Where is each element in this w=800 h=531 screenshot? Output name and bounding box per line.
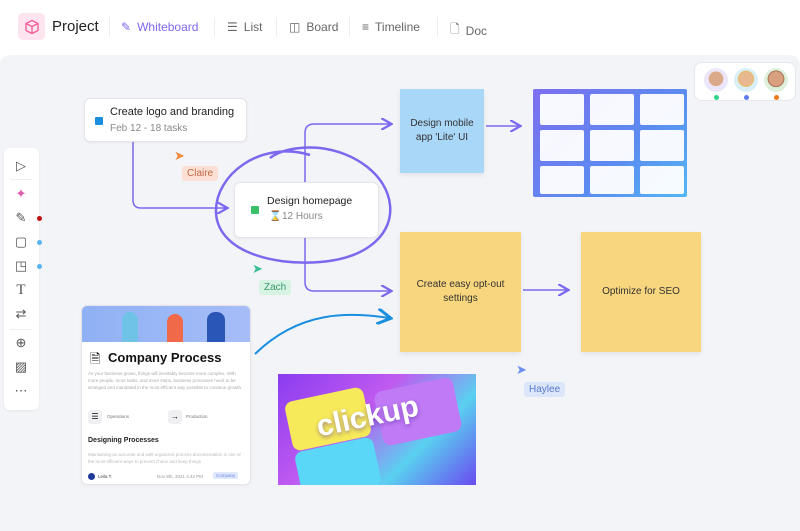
doc-title: Company Process <box>108 350 222 365</box>
top-bar: Project ✎ Whiteboard ☰ List ◫ Board ≡ Timeli… <box>0 0 800 55</box>
doc-card[interactable]: 🗎 Company Process As your business grows… <box>81 305 251 485</box>
cursor-icon-zach: ➤ <box>252 261 263 276</box>
task-title: Create logo and branding <box>110 106 235 118</box>
cursor-icon-haylee: ➤ <box>516 362 527 377</box>
whiteboard-toolbar: ▷ ✦ ✎ ▢ ◳ T ⇄ ⊕ ▨ ⋯ <box>4 148 42 410</box>
hourglass-icon: ⌛ <box>269 211 282 222</box>
list-icon: ☰ <box>88 410 102 424</box>
task-card-homepage[interactable]: Design homepage ⌛ 12 Hours <box>234 182 379 238</box>
tab-whiteboard[interactable]: ✎ Whiteboard <box>121 20 198 34</box>
author-avatar <box>88 473 95 480</box>
connector-logo-homepage <box>132 142 226 208</box>
project-cube-icon <box>18 13 45 40</box>
doc-badge: Company <box>213 472 239 479</box>
cursor-label-claire: Claire <box>182 166 219 181</box>
arrow-right-icon: → <box>168 410 182 424</box>
tab-label: Doc <box>465 23 487 38</box>
tab-timeline[interactable]: ≡ Timeline <box>362 20 420 34</box>
whiteboard-icon: ✎ <box>121 20 132 34</box>
cursor-label-zach: Zach <box>259 280 292 295</box>
tab-list[interactable]: ☰ List <box>227 20 262 34</box>
doc-date: Nov 8th, 2021 4:42 PM <box>157 474 204 479</box>
doc-icon: 🗋 <box>450 22 460 36</box>
tab-label: Timeline <box>375 20 420 34</box>
connector-homepage-optout <box>304 238 390 291</box>
board-icon: ◫ <box>289 20 301 34</box>
rectangle-icon[interactable]: ▢ <box>14 234 28 249</box>
avatar[interactable] <box>764 68 788 92</box>
list-icon: ☰ <box>227 20 238 34</box>
image-icon[interactable]: ▨ <box>14 359 28 374</box>
pen-icon[interactable]: ✎ <box>15 210 27 225</box>
sticky-optout[interactable]: Create easy opt-out settings <box>400 232 521 352</box>
sticky-seo[interactable]: Optimize for SEO <box>581 232 701 352</box>
status-square <box>251 206 259 214</box>
task-card-logo[interactable]: Create logo and branding Feb 12 - 18 tas… <box>84 98 247 142</box>
doc-section-body: Maintaining as accurate and well-organiz… <box>88 452 241 464</box>
timeline-icon: ≡ <box>362 20 370 34</box>
doc-icon: 🗎 <box>90 351 101 366</box>
more-icon[interactable]: ⋯ <box>14 383 28 398</box>
task-meta: Feb 12 - 18 tasks <box>110 123 188 134</box>
connector-doc-optout <box>254 315 389 355</box>
task-meta: 12 Hours <box>282 211 323 222</box>
ai-shapes-icon[interactable]: ✦ <box>15 186 27 201</box>
connector-homepage-mobile <box>304 124 390 182</box>
freehand-circle <box>214 146 392 264</box>
tab-label: Whiteboard <box>137 20 199 34</box>
doc-author: Leila T. <box>98 474 113 479</box>
tab-label: List <box>243 20 263 34</box>
tab-doc[interactable]: 🗋 Doc <box>450 20 487 41</box>
doc-body: As your business grows, things will inev… <box>88 371 243 390</box>
doc-section-title: Designing Processes <box>88 437 159 444</box>
cursor-icon-claire: ➤ <box>174 148 185 163</box>
avatar[interactable] <box>704 68 728 92</box>
globe-icon[interactable]: ⊕ <box>15 335 27 350</box>
cursor-icon[interactable]: ▷ <box>16 158 26 173</box>
avatar[interactable] <box>734 68 758 92</box>
doc-link-production[interactable]: Production <box>186 414 208 419</box>
task-title: Design homepage <box>267 195 353 207</box>
app-screenshots-image[interactable] <box>533 89 687 197</box>
tab-board[interactable]: ◫ Board <box>289 20 338 34</box>
tab-label: Board <box>306 20 339 34</box>
sticky-mobile[interactable]: Design mobile app 'Lite' UI <box>400 89 484 173</box>
text-icon[interactable]: T <box>16 281 26 298</box>
cursor-label-haylee: Haylee <box>524 382 566 397</box>
clickup-brand-image[interactable]: clickup <box>278 374 476 485</box>
collaborators <box>694 62 796 101</box>
sticky-note-icon[interactable]: ◳ <box>14 258 28 273</box>
status-square <box>95 117 103 125</box>
doc-illustration <box>82 306 250 342</box>
project-title: Project <box>52 18 99 35</box>
doc-link-operations[interactable]: Operations <box>107 414 130 419</box>
connector-icon[interactable]: ⇄ <box>15 306 27 321</box>
